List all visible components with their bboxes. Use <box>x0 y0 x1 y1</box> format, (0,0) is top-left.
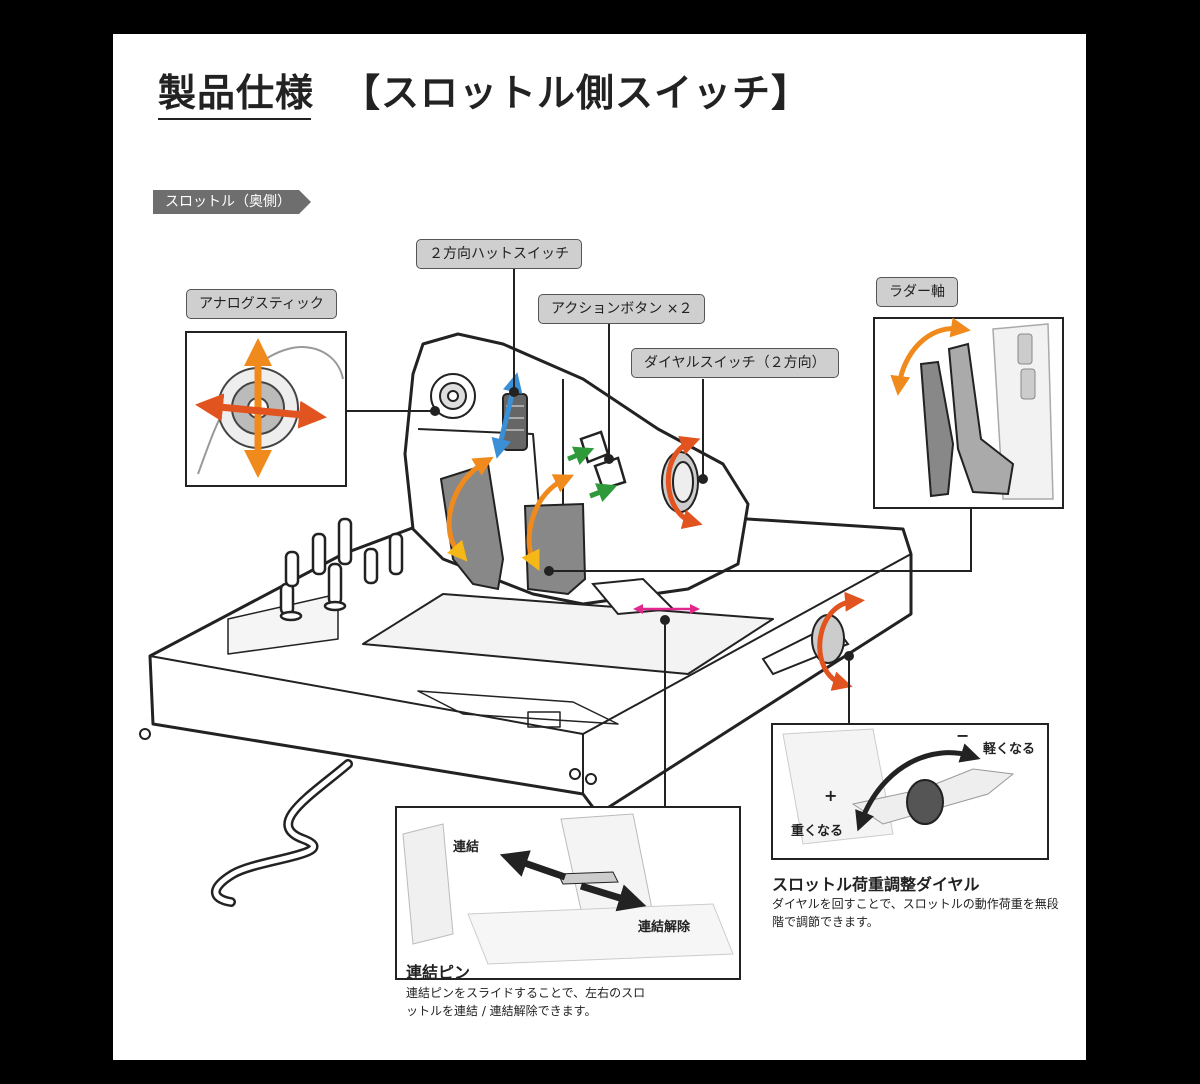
callout-action-buttons: アクションボタン ×２ <box>538 294 706 324</box>
link-pin-title: 連結ピン <box>406 963 471 982</box>
callout-dial-switch: ダイヤルスイッチ（２方向） <box>631 348 839 378</box>
lighter-label: 軽くなる <box>983 742 1036 757</box>
link-label: 連結 <box>453 840 480 855</box>
inset-analog-stick <box>185 331 347 487</box>
throttle-illustration <box>139 262 1064 980</box>
inset-rudder-axis <box>873 317 1064 509</box>
toggle-switch-cluster <box>279 517 404 622</box>
unlink-label: 連結解除 <box>638 920 691 935</box>
link-pin-description: 連結ピンをスライドすることで、左右のスロットルを連結 / 連結解除できます。 <box>406 986 646 1018</box>
section-tag: スロットル（奥側） <box>153 190 311 214</box>
title-subtitle: 【スロットル側スイッチ】 <box>342 71 811 115</box>
callout-hat-switch: ２方向ハットスイッチ <box>416 239 582 269</box>
usb-cable-inner <box>213 761 351 905</box>
title-underline <box>158 118 311 120</box>
leader-lines <box>346 262 972 807</box>
inset-link-pin <box>395 806 741 980</box>
heavier-label: 重くなる <box>791 824 844 839</box>
usb-cable <box>210 759 353 907</box>
load-dial-description: ダイヤルを回すことで、スロットルの動作荷重を無段階で調節できます。 <box>772 897 1059 929</box>
spec-sheet: 製品仕様【スロットル側スイッチ】 スロットル（奥側） <box>113 34 1086 1060</box>
page-title: 製品仕様【スロットル側スイッチ】 <box>158 62 810 117</box>
callout-analog-stick: アナログスティック <box>186 289 337 319</box>
plus-sign: + <box>824 786 838 805</box>
callout-rudder-axis: ラダー軸 <box>876 277 958 307</box>
load-dial-title: スロットル荷重調整ダイヤル <box>772 875 980 894</box>
minus-sign: − <box>956 726 970 745</box>
grip-analog-stick <box>430 373 476 419</box>
title-main: 製品仕様 <box>158 71 315 115</box>
inset-load-dial <box>771 723 1049 860</box>
